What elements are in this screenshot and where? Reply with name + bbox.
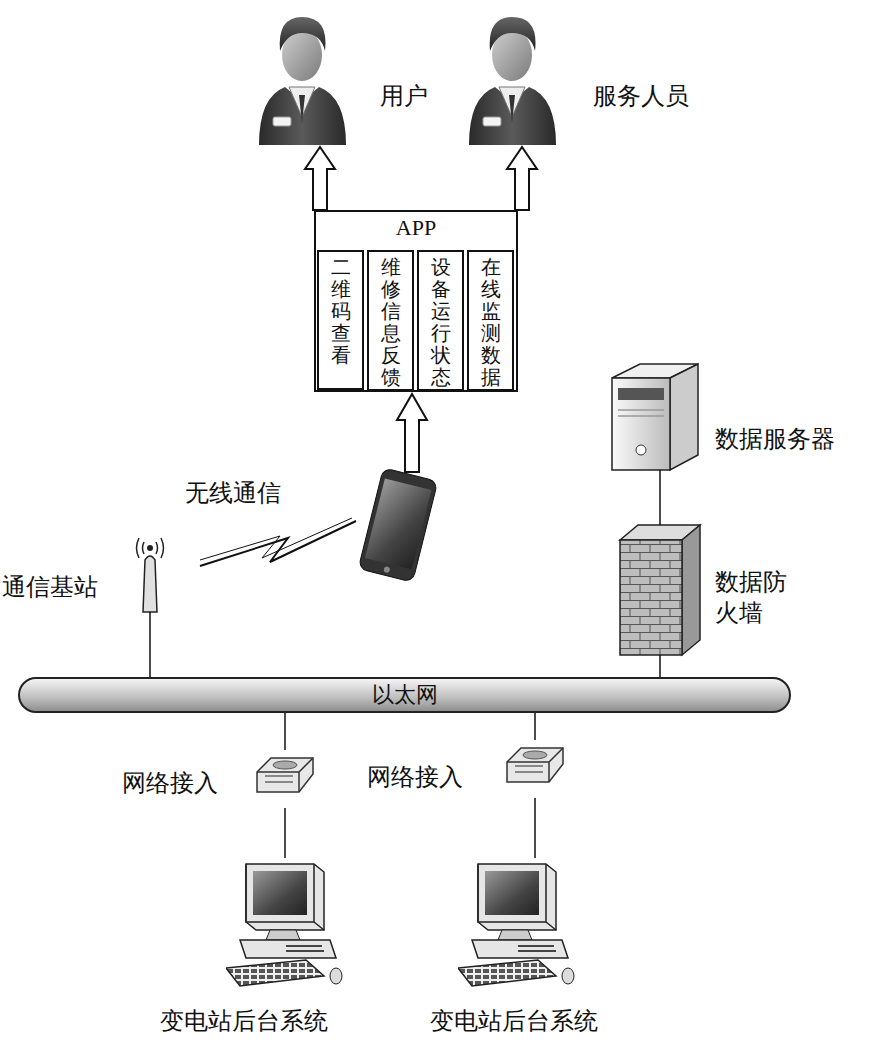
ethernet-bus: 以太网 [18, 677, 791, 713]
network-link [149, 612, 151, 677]
node-label: 服务人员 [593, 81, 689, 112]
substation-backend: 变电站后台系统 [425, 858, 665, 1040]
app-box: APP 二维码查看 维修信息反馈 设备运行状态 在线监测数据 [314, 210, 518, 392]
node-label: 数据服务器 [715, 424, 835, 455]
node-label: 通信基站 [2, 572, 98, 603]
node-label: 以太网 [20, 681, 789, 710]
node-label: 维修信息反馈 [381, 256, 401, 388]
node-label: 变电站后台系统 [430, 1006, 598, 1037]
annotation-label: 无线通信 [185, 478, 281, 509]
substation-backend: 变电站后台系统 [155, 858, 395, 1040]
node-label: 二维码查看 [331, 256, 351, 366]
network-access: 网络接入 [365, 740, 575, 798]
function-column: 维修信息反馈 [367, 250, 414, 391]
function-column: 设备运行状态 [417, 250, 464, 391]
network-link [534, 798, 536, 858]
network-link [659, 470, 661, 525]
node-label: 数据防火墙 [715, 567, 792, 629]
person-icon: 用户 [255, 5, 435, 147]
node-label: 网络接入 [122, 768, 218, 799]
function-column: 在线监测数据 [467, 250, 514, 391]
network-link [659, 655, 661, 677]
base-station: 通信基站 [2, 535, 177, 612]
flow-arrow [507, 147, 537, 210]
node-label: 变电站后台系统 [160, 1006, 328, 1037]
person-icon: 服务人员 [465, 5, 730, 147]
flow-arrow [305, 147, 335, 210]
firewall: 数据防火墙 [615, 525, 815, 655]
node-label: 在线监测数据 [481, 256, 501, 388]
node-label: 设备运行状态 [431, 256, 451, 388]
network-link [284, 713, 286, 750]
network-access: 网络接入 [120, 750, 320, 808]
node-label: APP [316, 214, 516, 243]
function-column: 二维码查看 [317, 250, 364, 390]
network-link [284, 808, 286, 858]
network-link [534, 713, 536, 740]
node-label: 用户 [380, 81, 428, 112]
data-server: 数据服务器 [605, 360, 870, 470]
node-label: 网络接入 [367, 762, 463, 793]
